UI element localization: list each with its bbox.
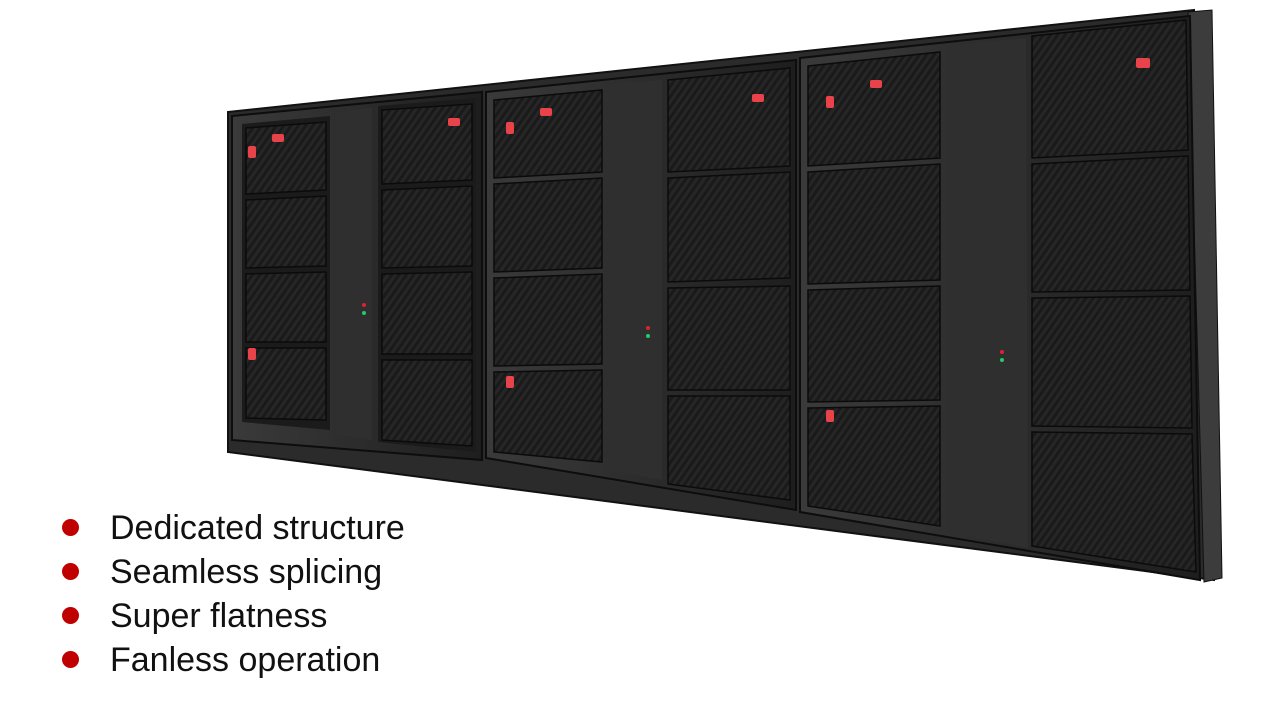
bullet-icon <box>62 651 79 668</box>
cabinet-1 <box>231 90 483 462</box>
feature-item: Seamless splicing <box>62 550 405 594</box>
feature-list: Dedicated structure Seamless splicing Su… <box>62 506 405 682</box>
feature-item: Dedicated structure <box>62 506 405 550</box>
feature-label: Fanless operation <box>110 641 381 679</box>
latch-icons <box>248 58 1150 422</box>
feature-label: Dedicated structure <box>110 509 405 547</box>
feature-item: Super flatness <box>62 594 405 638</box>
cabinet-side-edge <box>1187 9 1223 583</box>
feature-item: Fanless operation <box>62 638 405 682</box>
bullet-icon <box>62 607 79 624</box>
status-led-icons <box>362 303 1004 362</box>
feature-label: Seamless splicing <box>110 553 383 591</box>
bullet-icon <box>62 563 79 580</box>
cabinet-2 <box>485 58 797 512</box>
cabinet-3 <box>799 14 1202 582</box>
feature-label: Super flatness <box>110 597 328 635</box>
bullet-icon <box>62 519 79 536</box>
